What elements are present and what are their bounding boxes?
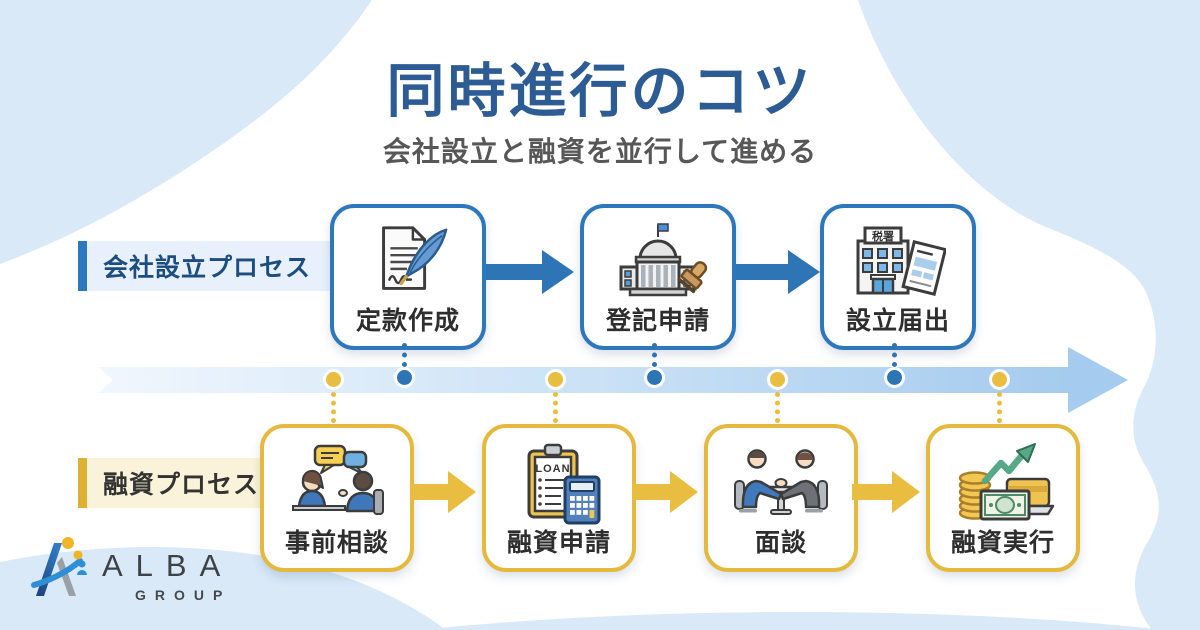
loan-clipboard-title-text: LOAN xyxy=(535,463,570,475)
company-process-label-text: 会社設立プロセス xyxy=(103,254,312,282)
funding-process-label-text: 融資プロセス xyxy=(103,471,260,499)
funding-step-4-box: 融資実行 xyxy=(926,424,1080,572)
alba-logo-mark-icon xyxy=(31,537,87,596)
articles-document-quill-icon xyxy=(382,226,448,290)
tax-office-building-document-icon: 税署 xyxy=(856,226,946,297)
timeline-start-notch xyxy=(98,367,113,393)
loan-clipboard-calculator-icon: LOAN xyxy=(527,443,601,525)
alba-logo-text: ALBA GROUP xyxy=(102,534,233,602)
alba-logo-name: ALBA xyxy=(102,548,234,583)
company-connector-2 xyxy=(651,343,657,367)
funding-step-3-box: 面談 xyxy=(704,424,858,572)
funding-timeline-dot-4 xyxy=(988,369,1010,390)
funding-timeline-dot-1 xyxy=(322,369,344,390)
funding-timeline-dot-3 xyxy=(766,369,788,390)
page-title: 同時進行のコツ xyxy=(386,59,814,124)
company-connector-1 xyxy=(401,343,407,367)
step-label: 定款作成 xyxy=(355,307,460,335)
funding-step-1-box: 事前相談 xyxy=(260,424,414,572)
funding-arrow-3 xyxy=(852,471,920,513)
company-timeline-dot-3 xyxy=(883,367,905,388)
company-step-3-box: 税署 設立届出 xyxy=(820,204,976,350)
interview-handshake-icon xyxy=(734,449,828,515)
company-step-1-box: 定款作成 xyxy=(330,204,486,350)
funding-connector-2 xyxy=(552,392,558,423)
funding-step-2-box: LOAN 融資申請 xyxy=(482,424,636,572)
step-label: 融資申請 xyxy=(506,529,611,557)
government-building-stamp-icon xyxy=(619,223,708,297)
funding-arrow-1 xyxy=(410,471,476,513)
funding-connector-4 xyxy=(996,392,1002,423)
funding-connector-1 xyxy=(330,392,336,423)
page-subtitle: 会社設立と融資を並行して進める xyxy=(382,136,818,167)
money-growth-icon xyxy=(958,443,1055,521)
company-timeline-dot-2 xyxy=(643,367,665,388)
step-label: 事前相談 xyxy=(284,529,389,557)
step-label: 面談 xyxy=(754,529,807,557)
company-step-2-box: 登記申請 xyxy=(580,204,736,350)
step-label: 設立届出 xyxy=(845,307,950,335)
step-label: 登記申請 xyxy=(605,307,710,335)
alba-logo-subname: GROUP xyxy=(135,587,232,603)
timeline-arrowhead-icon xyxy=(1068,347,1128,413)
funding-connector-3 xyxy=(774,392,780,423)
step-label: 融資実行 xyxy=(950,529,1055,557)
tax-office-sign-text: 税署 xyxy=(872,229,894,243)
company-arrow-1 xyxy=(486,250,574,294)
company-connector-3 xyxy=(891,343,897,367)
alba-group-logo: ALBA GROUP xyxy=(28,534,233,602)
funding-timeline-dot-2 xyxy=(544,369,566,390)
funding-process-label: 融資プロセス xyxy=(78,458,325,508)
company-timeline-dot-1 xyxy=(393,367,415,388)
company-process-label: 会社設立プロセス xyxy=(78,241,348,291)
company-arrow-2 xyxy=(736,250,820,294)
timeline-band xyxy=(98,367,1068,393)
funding-arrow-2 xyxy=(632,471,698,513)
consultation-people-icon xyxy=(292,444,384,515)
